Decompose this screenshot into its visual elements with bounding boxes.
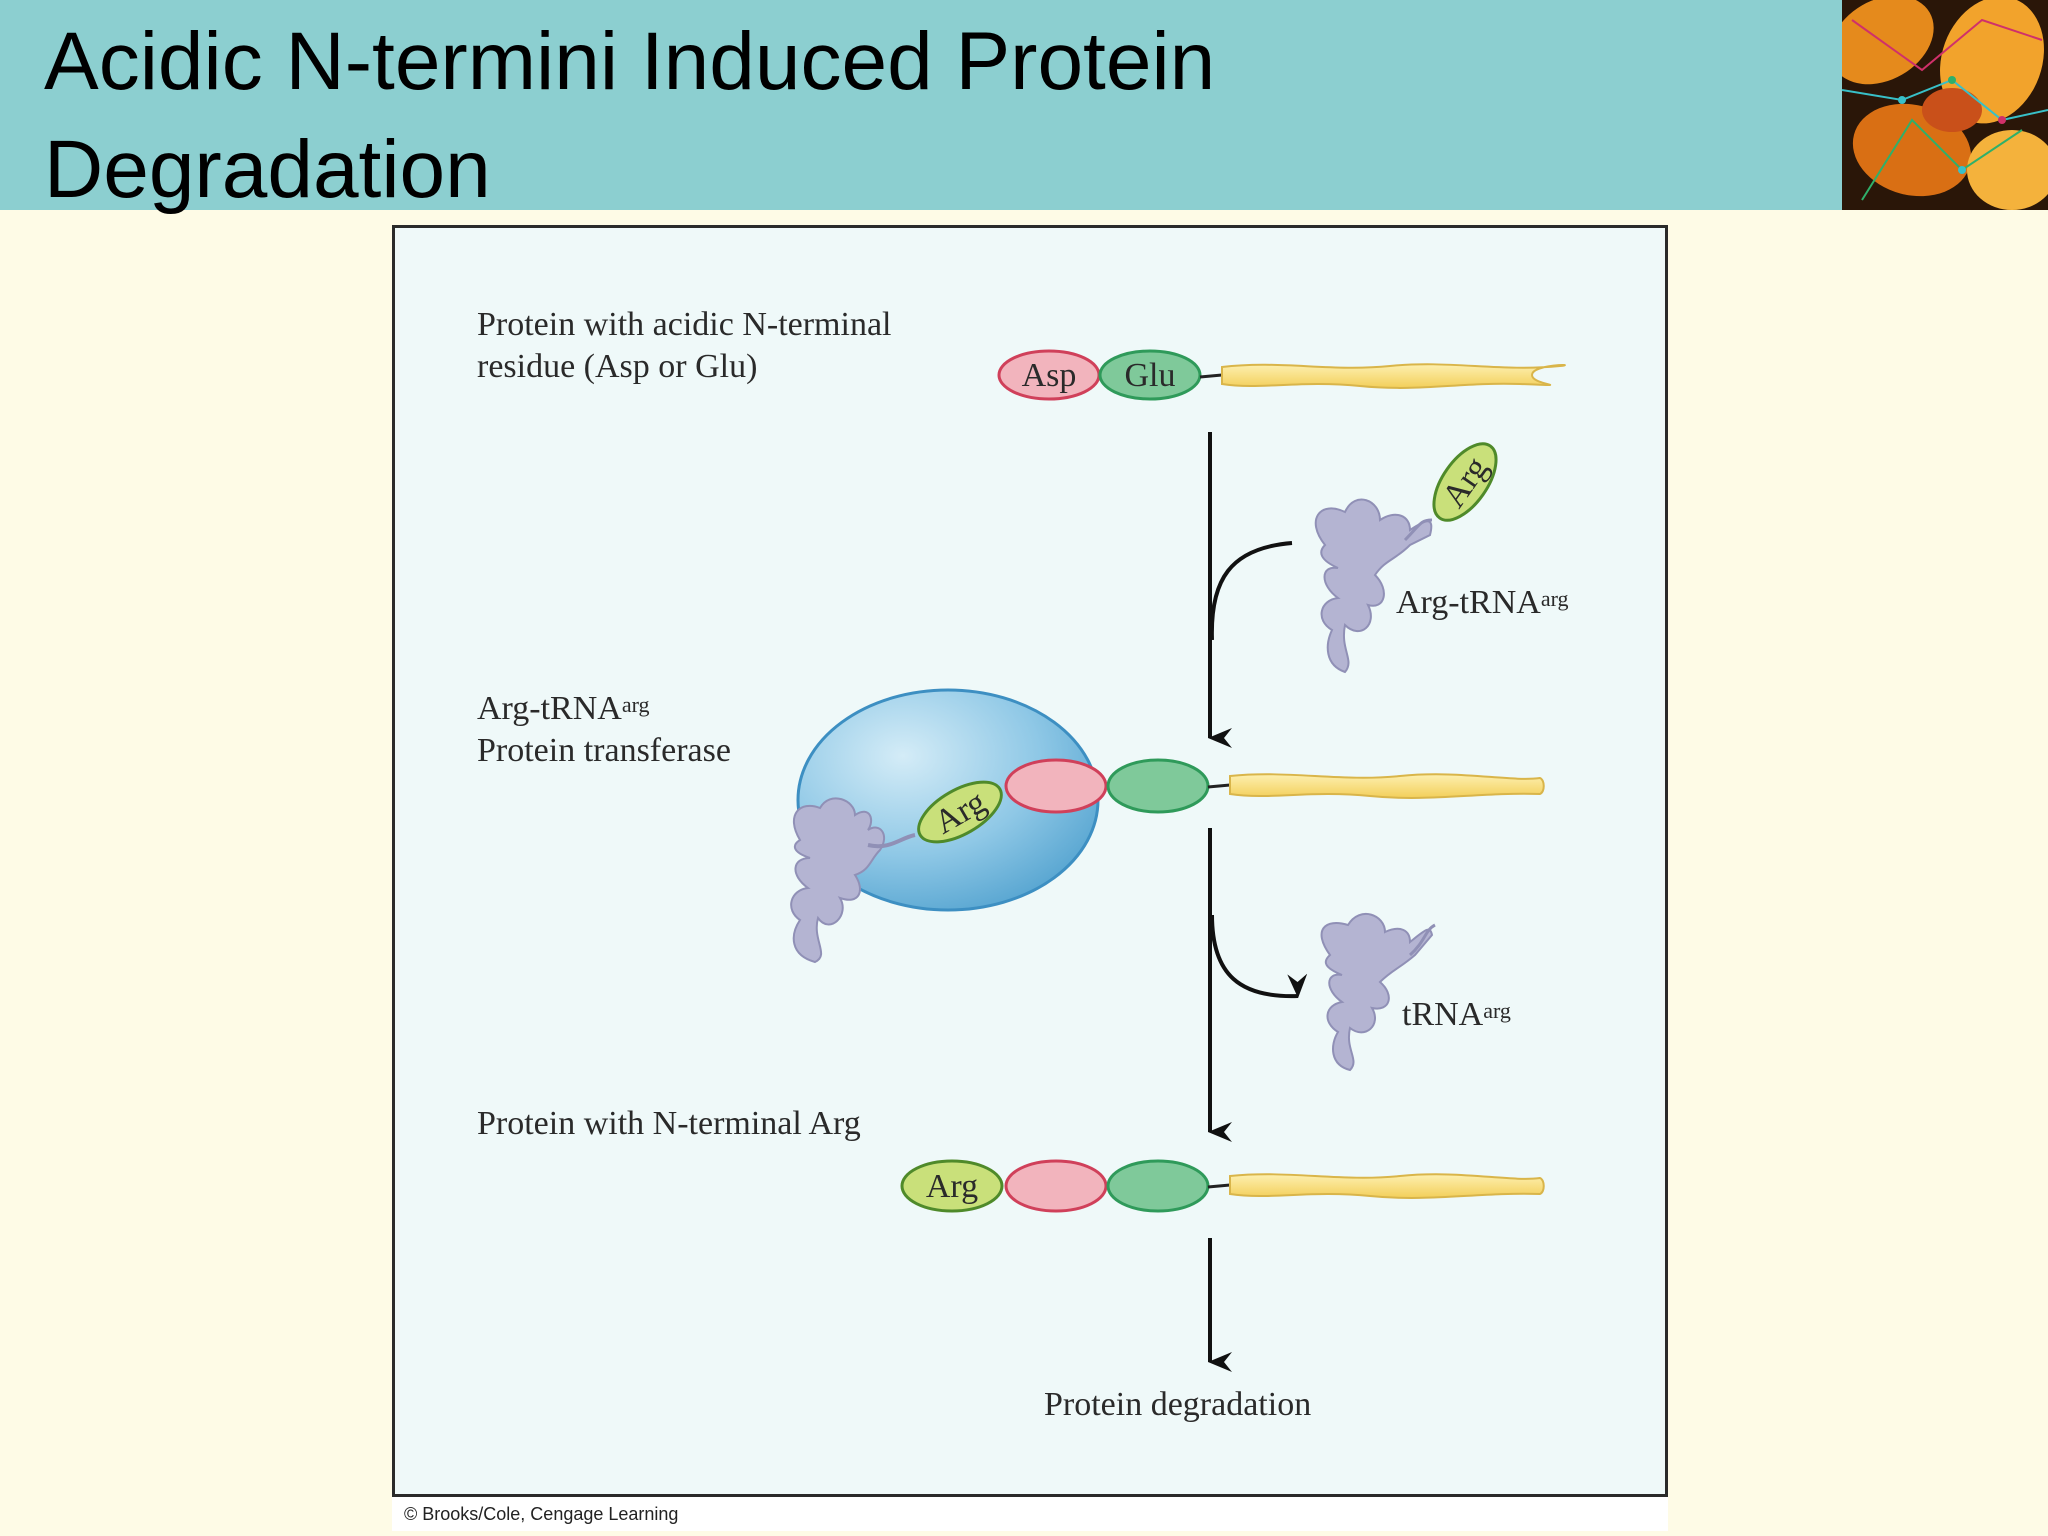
acidic-protein-label-line-2: residue (Asp or Glu)	[477, 348, 758, 385]
glu-bead	[1106, 758, 1210, 814]
acidic-protein-label: Protein with acidic N-terminal residue (…	[477, 304, 892, 388]
protein-chain	[1229, 1173, 1545, 1199]
arg-protein-label: Protein with N-terminal Arg	[477, 1105, 861, 1142]
acidic-protein-label-line-1: Protein with acidic N-terminal	[477, 306, 892, 343]
copyright-credit: © Brooks/Cole, Cengage Learning	[404, 1504, 679, 1524]
protein-chain	[1221, 363, 1566, 389]
trna-shape	[1320, 913, 1434, 1072]
transferase-label-superscript: arg	[621, 692, 650, 717]
trna-acceptor-stem	[1403, 518, 1433, 542]
glu-bead	[1098, 349, 1202, 401]
peptide-bond	[1207, 783, 1231, 789]
protein-degradation-label: Protein degradation	[1044, 1386, 1312, 1423]
bound-trna-stem	[867, 833, 916, 849]
arg-protein-chain: Arg	[900, 1159, 1545, 1213]
transferase-label-line-1: Arg-tRNA	[477, 690, 622, 727]
arg-bead	[917, 780, 1003, 844]
transferase-label-line-2: Protein transferase	[477, 732, 731, 769]
arg-trna-label-text: Arg-tRNA	[1396, 584, 1541, 621]
slide-title-line-1: Acidic N-termini Induced Protein	[44, 16, 1216, 107]
trna-release-arrow	[1210, 914, 1308, 999]
transferase-label: Arg-tRNAarg Protein transferase	[477, 688, 731, 772]
arg-bead	[900, 1159, 1004, 1213]
corner-molecule-image	[1842, 0, 2048, 210]
peptide-bond	[1199, 373, 1223, 379]
asp-bead	[1004, 1159, 1108, 1213]
released-trna	[1320, 913, 1436, 1072]
arg-trna-label-superscript: arg	[1540, 586, 1569, 611]
slide-title-line-2: Degradation	[44, 124, 491, 215]
trna-label-superscript: arg	[1483, 998, 1511, 1023]
glu-bead-label: Glu	[1125, 357, 1176, 394]
title-bar: Acidic N-termini Induced Protein Degrada…	[0, 0, 1842, 215]
credit-strip	[392, 1497, 1668, 1531]
glu-bead	[1106, 1159, 1210, 1213]
acidic-protein-chain: Asp Glu	[997, 349, 1566, 401]
asp-bead-label: Asp	[1022, 357, 1077, 394]
trna-label: tRNAarg	[1402, 994, 1511, 1036]
bound-trna-shape	[790, 797, 886, 964]
trna-shape	[1314, 498, 1433, 674]
asp-bead	[1004, 758, 1108, 814]
arg-bead	[1432, 442, 1498, 522]
peptide-bond	[1207, 1183, 1231, 1189]
trna-acceptor-stem	[1409, 923, 1436, 957]
arg-bead-label: Arg	[926, 1168, 978, 1205]
slide-title: Acidic N-termini Induced Protein Degrada…	[44, 8, 1544, 224]
transferase-complex: Arg	[790, 688, 1545, 964]
protein-chain	[1229, 773, 1545, 799]
arg-trna-entry-curve	[1209, 541, 1293, 641]
arg-trna-label: Arg-tRNAarg	[1396, 582, 1569, 624]
trna-label-text: tRNA	[1402, 996, 1484, 1033]
arg-trna-molecule: Arg	[1314, 442, 1498, 674]
